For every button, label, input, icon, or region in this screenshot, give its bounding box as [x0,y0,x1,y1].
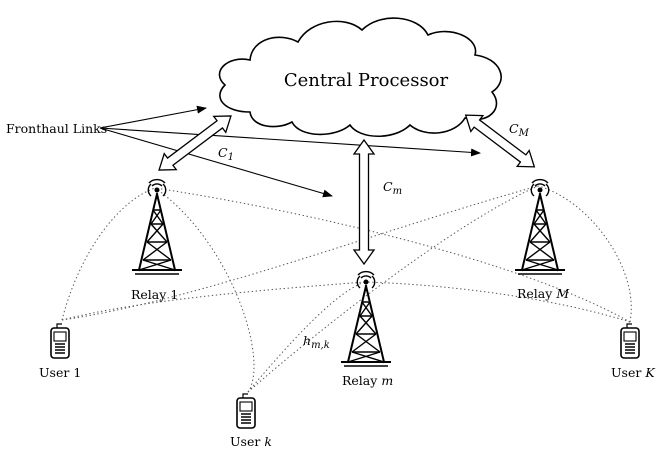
user-K-label: User K [611,365,655,380]
relay-M: Relay M [515,178,570,301]
channel-links [61,185,632,393]
relay-M-label: Relay M [517,286,570,301]
user-1: User 1 [39,323,81,380]
fronthaul-annotation: Fronthaul Links [6,105,481,198]
phone-icon [50,323,70,359]
fronthaul-arrow-1 [158,115,232,171]
link-userK-relayM [537,185,632,323]
relay-m: Relay m [341,270,393,388]
user-1-label: User 1 [39,365,81,380]
fronthaul-arrow-M [464,114,536,168]
user-k: User k [230,393,272,449]
link-userk-relayM [247,185,539,393]
link-userK-relaym [364,281,631,323]
central-processor-cloud: Central Processor [218,17,502,137]
fronthaul-arrow-m [352,138,376,266]
user-k-label: User k [230,434,272,449]
link-user1-relay1 [61,187,156,321]
capacity-label-m: Cm [383,179,402,197]
link-user1-relayM [61,185,539,321]
link-userk-relay1 [154,187,255,393]
relay-m-label: Relay m [342,373,393,388]
fronthaul-links-label: Fronthaul Links [6,121,107,136]
phone-icon [236,393,256,429]
link-userK-relay1 [154,187,631,323]
channel-label: hm,k [303,333,330,351]
user-K: User K [611,323,655,380]
tower-icon [341,270,391,367]
fronthaul-pointer-m [99,127,333,198]
fronthaul-pointer-1 [99,105,207,129]
relay-1: Relay 1 [131,178,182,302]
capacity-label-1: C1 [218,145,234,163]
fronthaul-pointer-M [99,127,481,157]
capacity-label-M: CM [509,121,530,139]
phone-icon [620,323,640,359]
link-user1-relaym [61,281,366,321]
central-processor-label: Central Processor [284,70,449,91]
relay-1-label: Relay 1 [131,287,178,302]
tower-icon [132,178,182,275]
